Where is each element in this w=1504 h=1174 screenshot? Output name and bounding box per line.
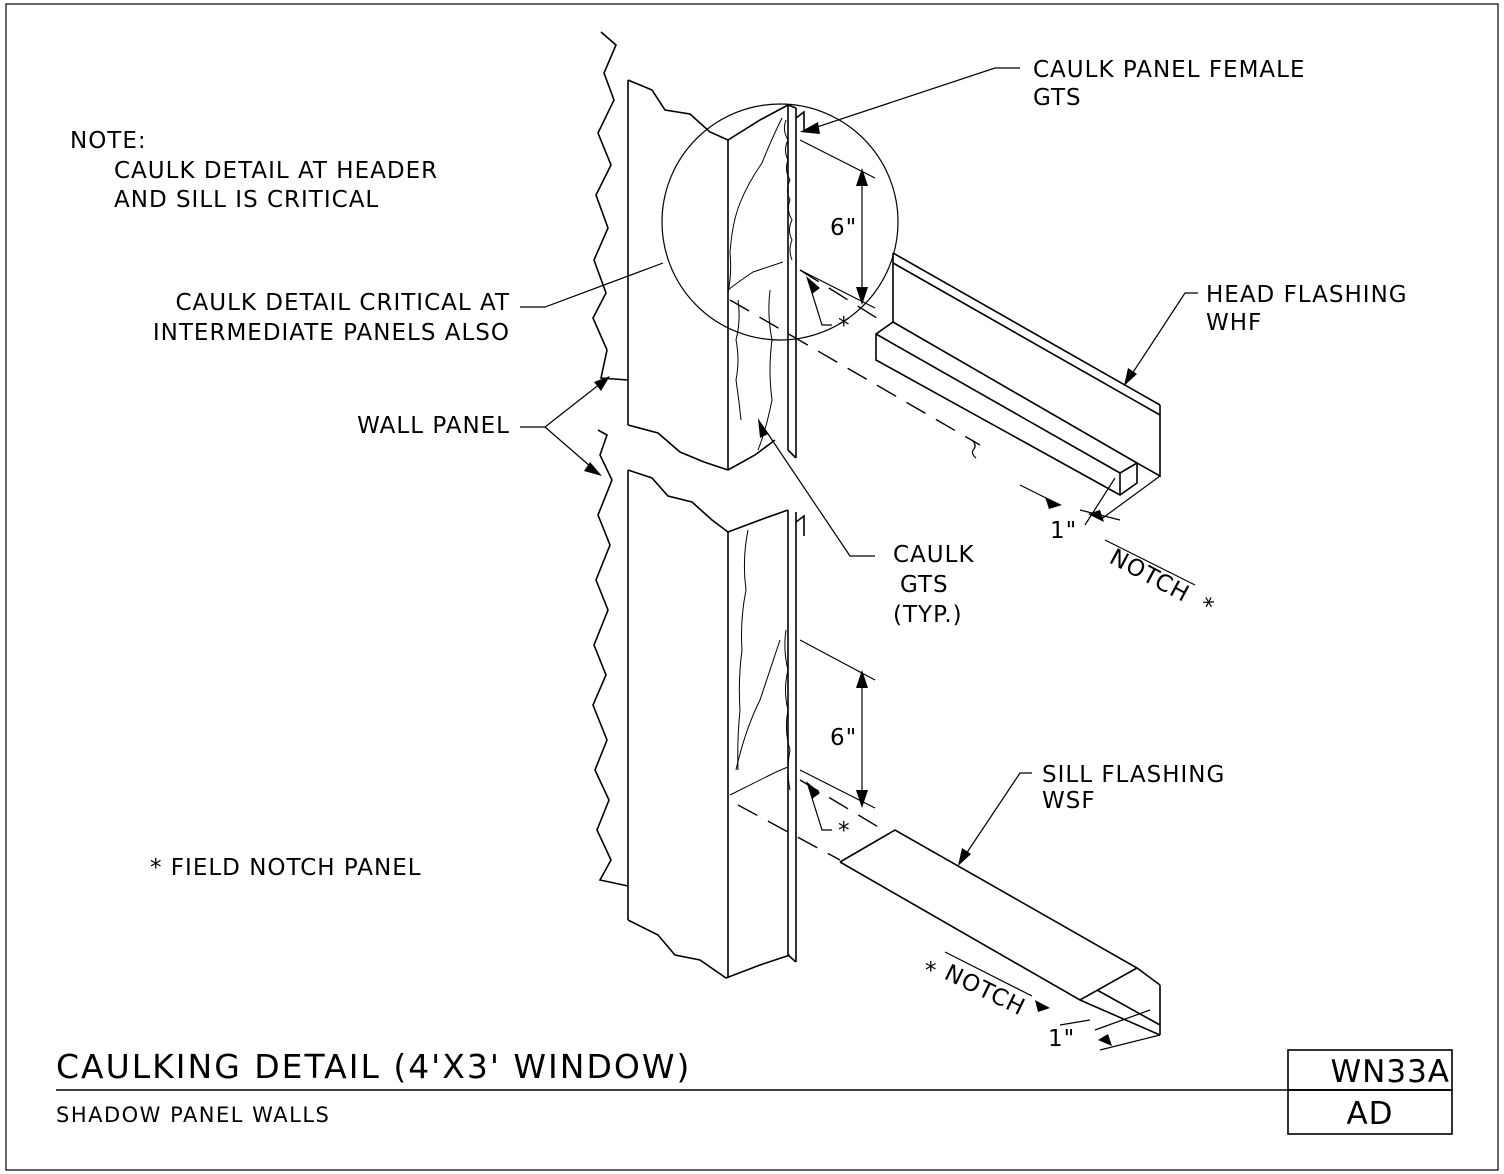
upper-caulk-bead bbox=[727, 117, 793, 451]
caulk-typ-leader bbox=[761, 424, 875, 557]
head-flashing-label-1: HEAD FLASHING bbox=[1206, 282, 1408, 308]
head-notch-label-group: NOTCH * bbox=[1105, 544, 1218, 621]
sill-notch-label: NOTCH bbox=[940, 960, 1029, 1021]
intermediate-label-1: CAULK DETAIL CRITICAL AT bbox=[175, 290, 510, 316]
drawing-subtitle: SHADOW PANEL WALLS bbox=[56, 1103, 330, 1127]
caulk-label-3: (TYP.) bbox=[893, 602, 963, 628]
upper-notch-star: * bbox=[838, 313, 851, 339]
lower-notch-star: * bbox=[838, 818, 851, 844]
sill-notch-label-group: NOTCH bbox=[940, 960, 1029, 1021]
upper-dimension-value: 6" bbox=[830, 215, 857, 241]
lower-notch-leader bbox=[807, 784, 832, 831]
head-notch-projection bbox=[799, 269, 881, 321]
sill-flashing-label-2: WSF bbox=[1042, 788, 1096, 814]
detail-circle bbox=[661, 103, 899, 341]
note-line-1: CAULK DETAIL AT HEADER bbox=[114, 158, 438, 184]
sill-flashing bbox=[839, 829, 1161, 1036]
head-flashing bbox=[875, 252, 1161, 496]
drawing-number: WN33A bbox=[1331, 1054, 1451, 1090]
upper-wall-panel bbox=[592, 31, 805, 471]
wall-panel-leader-upper bbox=[520, 379, 606, 428]
head-notch-star: * bbox=[1195, 592, 1218, 621]
head-flashing-leader bbox=[1127, 292, 1198, 381]
head-flashing-label-2: WHF bbox=[1206, 310, 1262, 336]
upper-6in-dimension bbox=[799, 139, 876, 309]
sill-flashing-label-1: SILL FLASHING bbox=[1042, 762, 1225, 788]
head-projection-line bbox=[729, 299, 981, 446]
sill-flashing-leader bbox=[961, 772, 1032, 861]
head-notch-label: NOTCH bbox=[1105, 544, 1193, 608]
head-notch-overline bbox=[1104, 539, 1196, 586]
intermediate-label-2: INTERMEDIATE PANELS ALSO bbox=[153, 320, 510, 346]
sill-notch-star: * bbox=[925, 958, 938, 984]
caulk-label-1: CAULK bbox=[893, 542, 975, 568]
field-notch-note: * FIELD NOTCH PANEL bbox=[150, 855, 422, 881]
caulk-female-leader bbox=[807, 67, 1020, 131]
revision-code: AD bbox=[1346, 1096, 1393, 1132]
wall-panel-label: WALL PANEL bbox=[357, 413, 510, 439]
lower-wall-panel bbox=[592, 429, 805, 979]
note-heading: NOTE: bbox=[70, 128, 147, 154]
head-notch-dimension-value: 1" bbox=[1050, 518, 1077, 544]
sill-notch-overline bbox=[944, 951, 1033, 997]
lower-dimension-value: 6" bbox=[830, 725, 857, 751]
upper-notch-leader bbox=[807, 279, 832, 326]
lower-6in-dimension bbox=[799, 639, 876, 809]
caulk-label-2: GTS bbox=[900, 572, 949, 598]
caulk-female-label-2: GTS bbox=[1033, 85, 1082, 111]
caulk-female-label-1: CAULK PANEL FEMALE bbox=[1033, 57, 1306, 83]
head-1in-dimension bbox=[1019, 475, 1161, 526]
revision-box bbox=[1287, 1089, 1453, 1135]
sill-notch-dimension-value: 1" bbox=[1048, 1026, 1075, 1052]
lower-caulk-bead bbox=[729, 529, 791, 796]
drawing-title: CAULKING DETAIL (4'X3' WINDOW) bbox=[56, 1047, 691, 1086]
intermediate-leader bbox=[520, 262, 664, 308]
note-line-2: AND SILL IS CRITICAL bbox=[114, 187, 379, 213]
sill-projection-line bbox=[737, 804, 841, 861]
sill-1in-dimension bbox=[1035, 1000, 1161, 1051]
sheet-border bbox=[5, 3, 1499, 1171]
